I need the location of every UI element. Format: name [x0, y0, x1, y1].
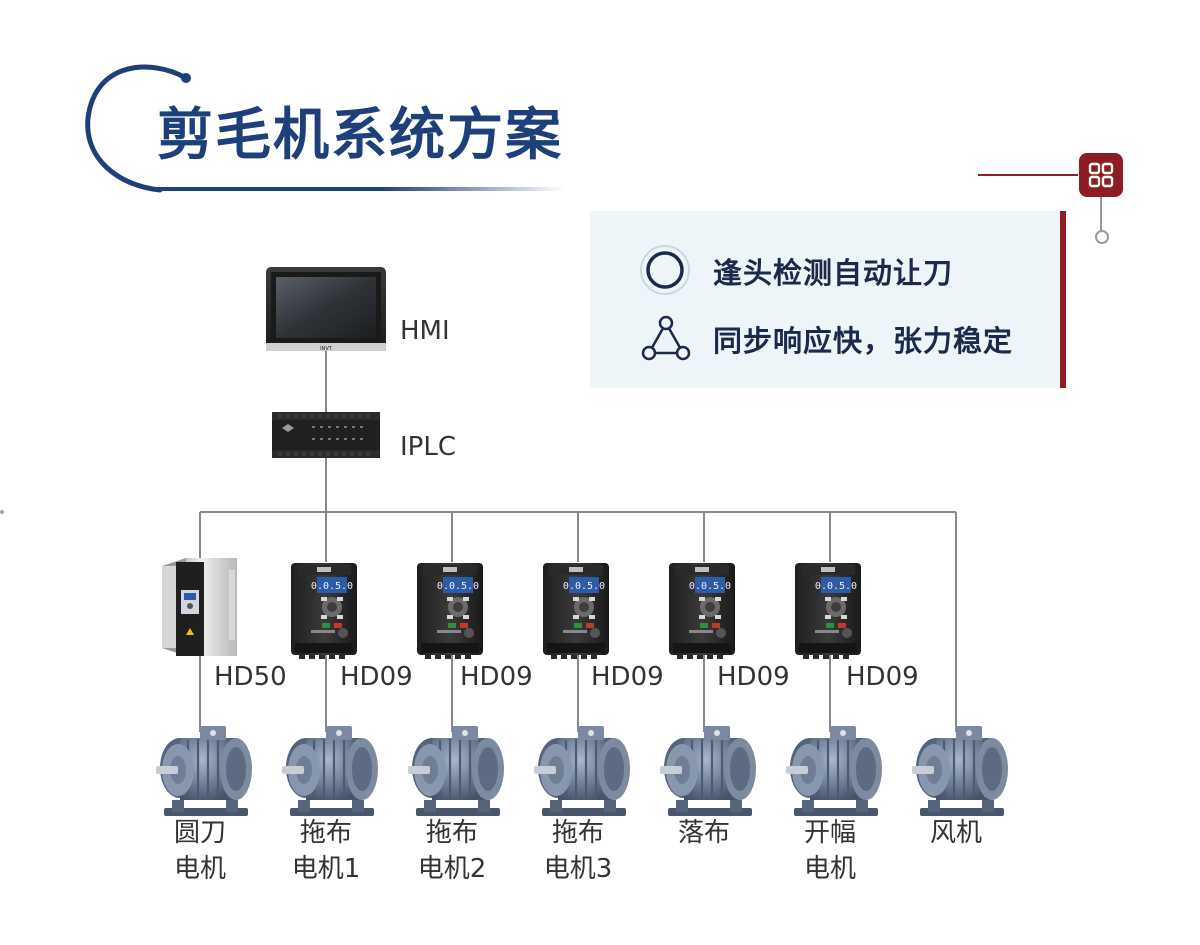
- hmi-brand: INVT: [320, 346, 333, 352]
- drive-hd50: [162, 558, 237, 656]
- triangle-network-icon: [641, 315, 691, 361]
- motor-5: [658, 724, 758, 818]
- motor-label-7: 风机: [929, 818, 982, 848]
- motor-label-2: 拖布电机1: [291, 818, 361, 884]
- motor-label-5: 落布: [677, 818, 730, 848]
- grid-menu-icon[interactable]: [1079, 153, 1123, 197]
- motor-3: [406, 724, 506, 818]
- feature-text-1: 逢头检测自动让刀: [713, 256, 954, 290]
- badge-dot: [1095, 230, 1109, 244]
- drive-label-5: HD09: [717, 662, 790, 692]
- drive-hd09-5: [795, 563, 861, 659]
- edge-dot: [0, 510, 4, 514]
- motor-label-1: 圆刀电机: [173, 818, 226, 884]
- feature-panel-accent-bar: [1060, 211, 1066, 388]
- hmi-device: INVT: [266, 267, 386, 352]
- drive-label-2: HD09: [340, 662, 413, 692]
- motor-label-3: 拖布电机2: [417, 818, 487, 884]
- drive-hd09-2: [417, 563, 483, 659]
- feature-text-2: 同步响应快，张力稳定: [713, 324, 1014, 358]
- title-arc-decoration: [85, 64, 191, 193]
- drive-label-1: HD50: [214, 662, 287, 692]
- plc-device: [272, 412, 380, 458]
- drive-label-6: HD09: [846, 662, 919, 692]
- badge-connector: [978, 174, 1078, 176]
- motor-7: [910, 724, 1010, 818]
- drive-hd09-1: [291, 563, 357, 659]
- page-title: 剪毛机系统方案: [157, 103, 563, 168]
- motor-6: [784, 724, 884, 818]
- motor-label-6: 开幅电机: [803, 818, 856, 884]
- drive-hd09-4: [669, 563, 735, 659]
- motor-1: [154, 724, 254, 818]
- feature-panel: [590, 211, 1060, 388]
- drive-label-3: HD09: [460, 662, 533, 692]
- badge-stem: [1100, 197, 1102, 231]
- motor-4: [532, 724, 632, 818]
- ring-icon: [640, 245, 690, 295]
- motor-label-4: 拖布电机3: [543, 818, 613, 884]
- drive-label-4: HD09: [591, 662, 664, 692]
- plc-label: IPLC: [400, 432, 456, 462]
- hmi-label: HMI: [400, 316, 450, 346]
- title-underline: [155, 187, 565, 191]
- motor-2: [280, 724, 380, 818]
- drive-hd09-3: [543, 563, 609, 659]
